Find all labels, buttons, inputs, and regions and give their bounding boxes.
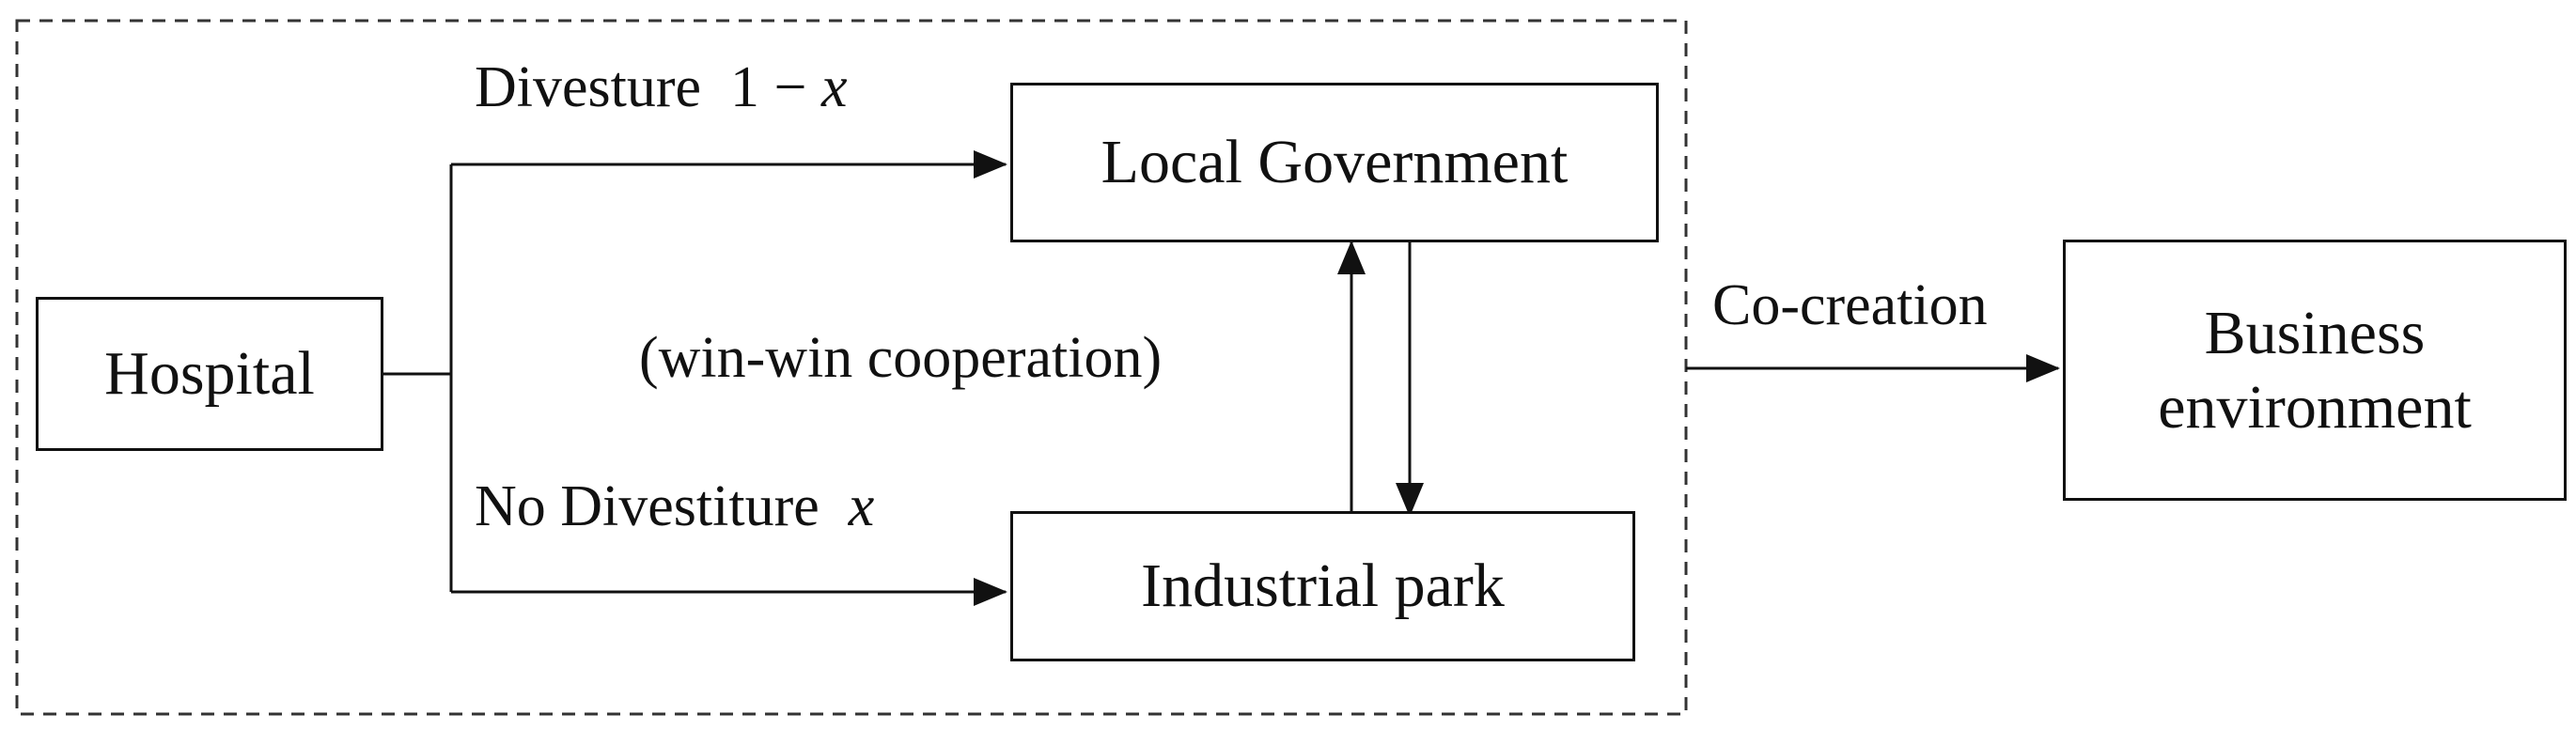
co-creation-label: Co-creation <box>1712 273 1988 337</box>
divesture-text: Divesture <box>475 55 702 119</box>
divesture-prob-prefix: 1 − <box>730 55 807 119</box>
no-divestiture-edge-label: No Divestiture x <box>475 477 874 536</box>
business-environment-label: Business environment <box>2158 296 2472 444</box>
local-government-node: Local Government <box>1010 83 1659 242</box>
no-divestiture-text: No Divestiture <box>475 474 820 538</box>
local-government-label: Local Government <box>1101 128 1569 197</box>
hospital-label: Hospital <box>104 339 315 409</box>
no-divestiture-prob-var: x <box>848 474 875 538</box>
divesture-prob-var: x <box>821 55 848 119</box>
hospital-node: Hospital <box>36 297 383 451</box>
industrial-park-label: Industrial park <box>1141 551 1505 621</box>
business-environment-node: Business environment <box>2063 240 2567 501</box>
business-environment-line2: environment <box>2158 373 2472 442</box>
cooperation-label: (win-win cooperation) <box>639 326 1163 390</box>
industrial-park-node: Industrial park <box>1010 511 1635 661</box>
divesture-edge-label: Divesture 1 − x <box>475 58 848 116</box>
business-environment-line1: Business <box>2204 298 2426 367</box>
